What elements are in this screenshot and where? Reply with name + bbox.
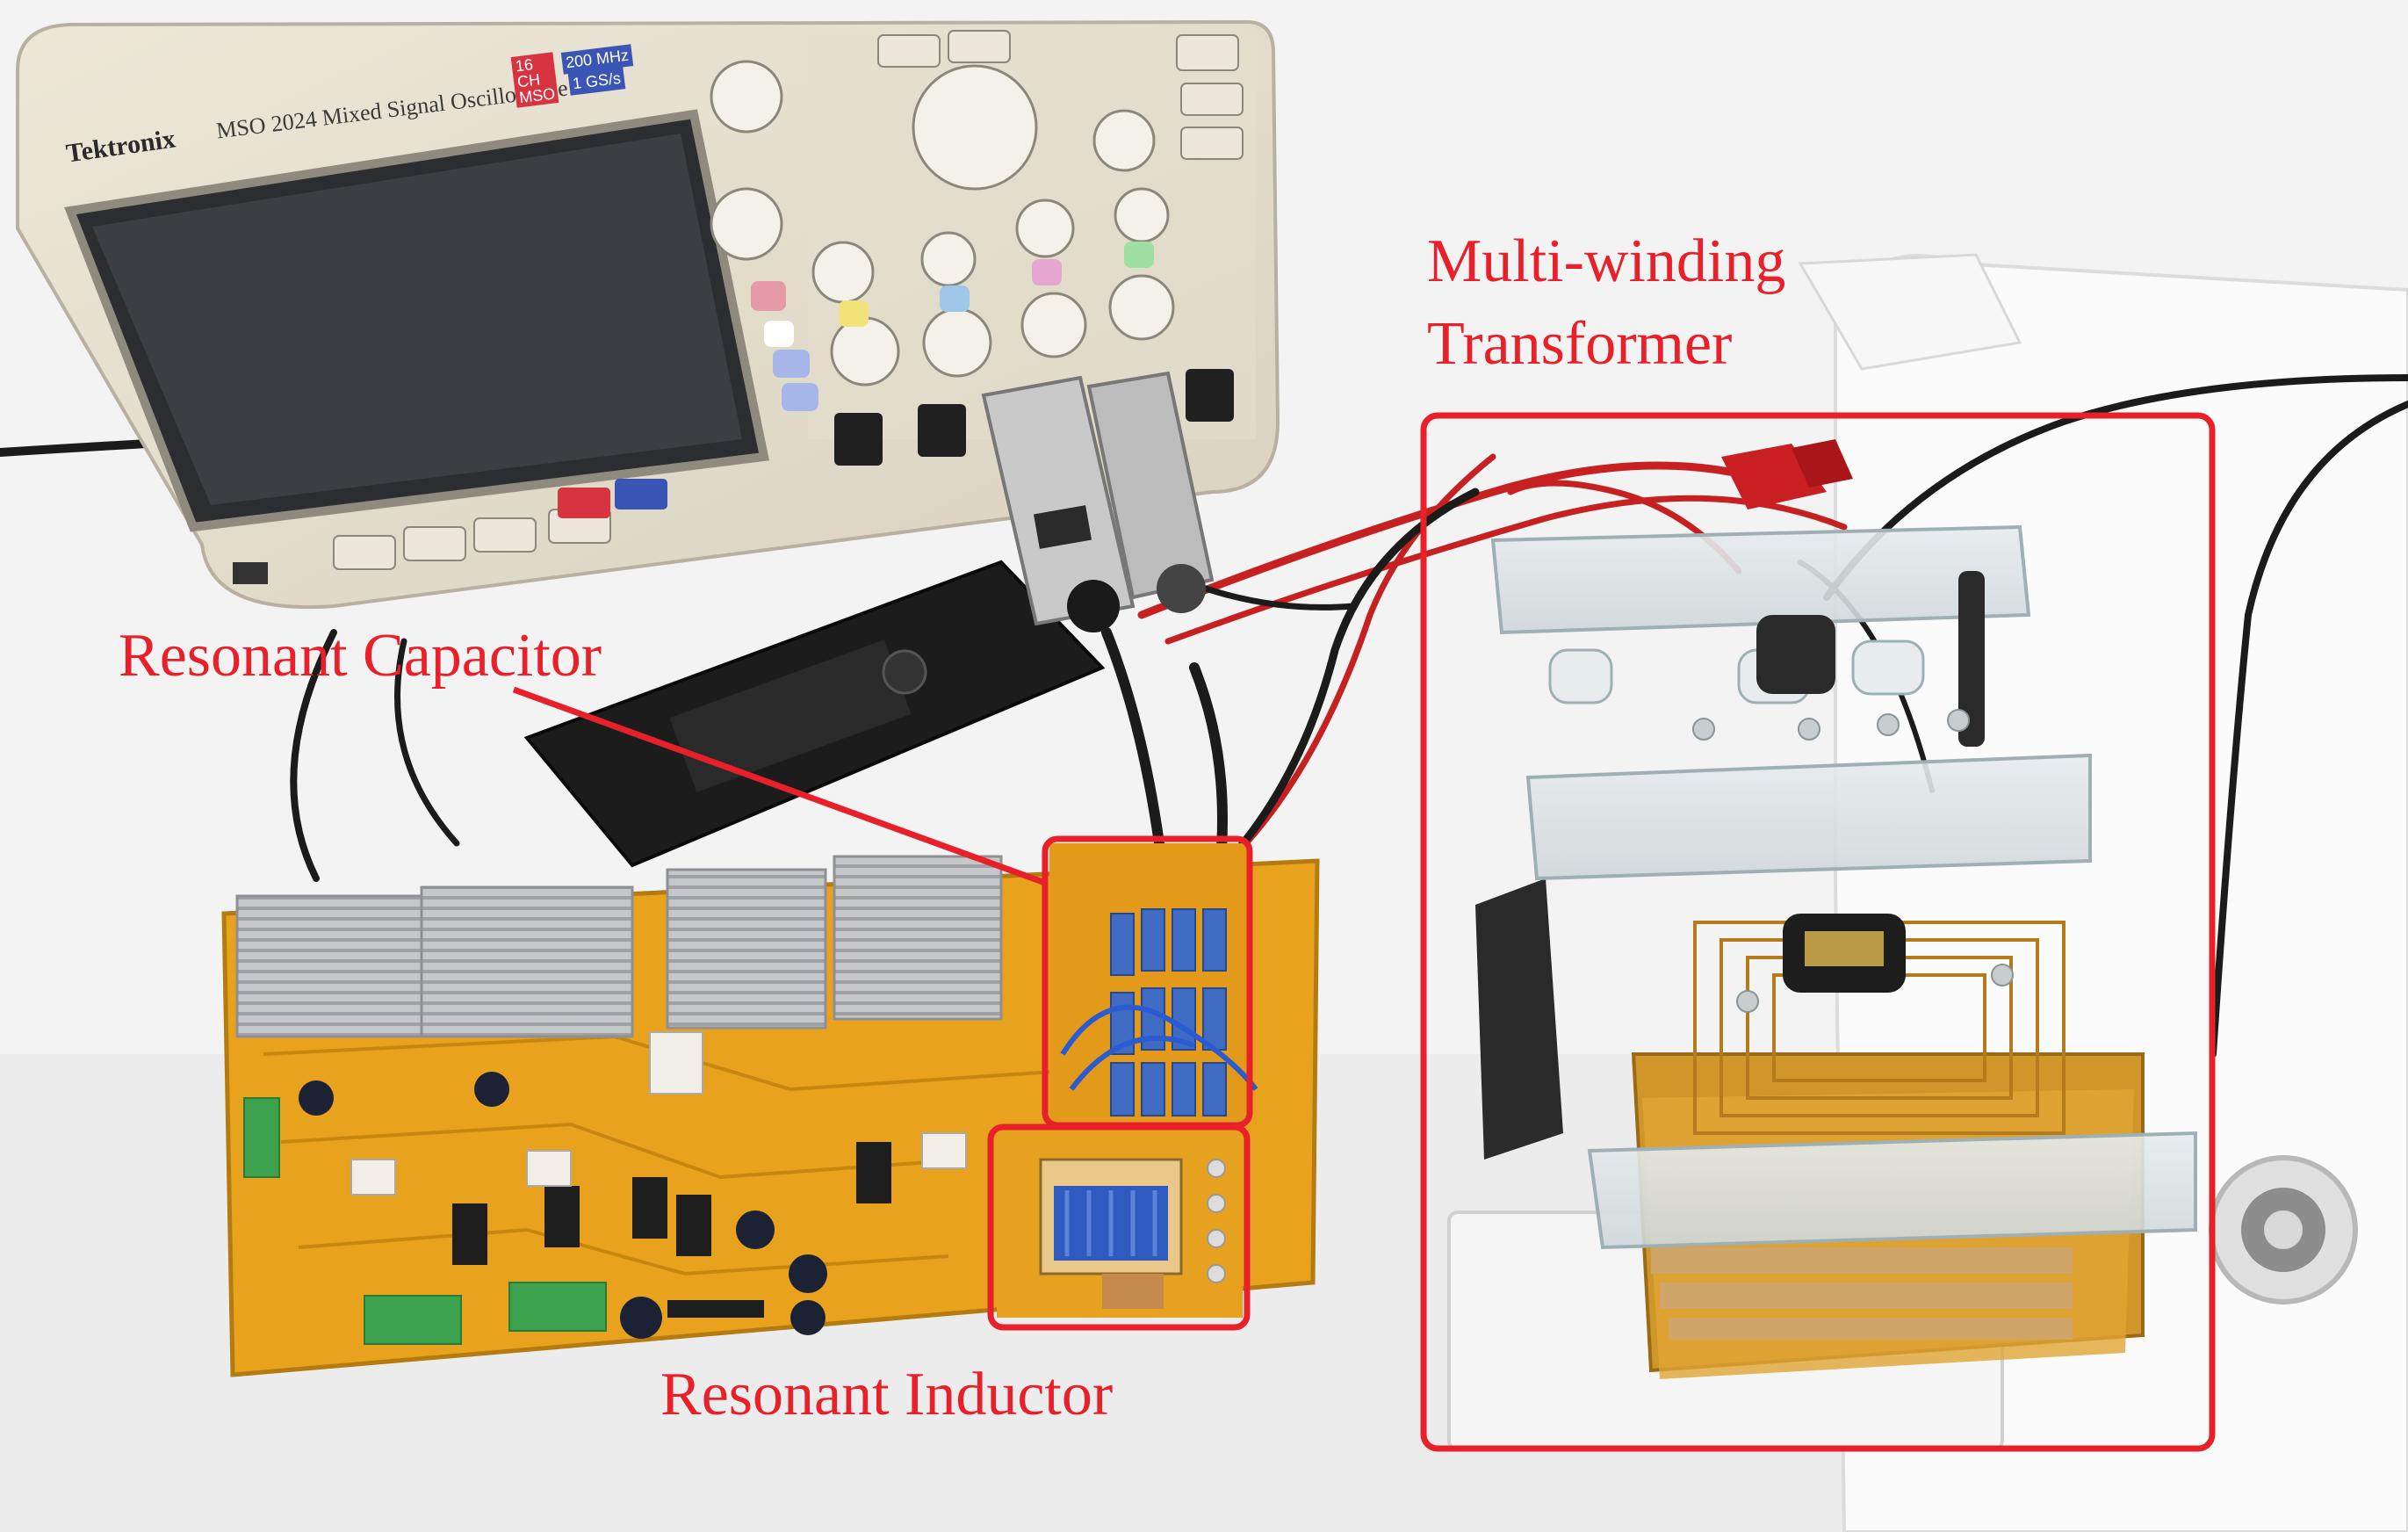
transformer-highlight-box (1420, 412, 2216, 1452)
oscilloscope-badge-channels: 16 CH MSO (510, 52, 559, 108)
label-resonant-inductor: Resonant Inductor (660, 1361, 1114, 1428)
transformer-assembly (1447, 439, 2197, 1451)
inductor-board (997, 1133, 1243, 1318)
oscilloscope (16, 19, 1280, 610)
label-transformer-line2: Transformer (1427, 310, 1733, 378)
probe-amplifiers (981, 371, 1215, 632)
differential-probe (523, 560, 1106, 868)
inductor-highlight-box (987, 1124, 1251, 1331)
label-resonant-capacitor: Resonant Capacitor (119, 622, 602, 690)
label-transformer-line1: Multi-winding (1427, 228, 1786, 295)
capacitor-board (1049, 843, 1258, 1124)
capacitor-leader-line (512, 686, 1047, 886)
callout-annotations (512, 412, 2216, 1452)
